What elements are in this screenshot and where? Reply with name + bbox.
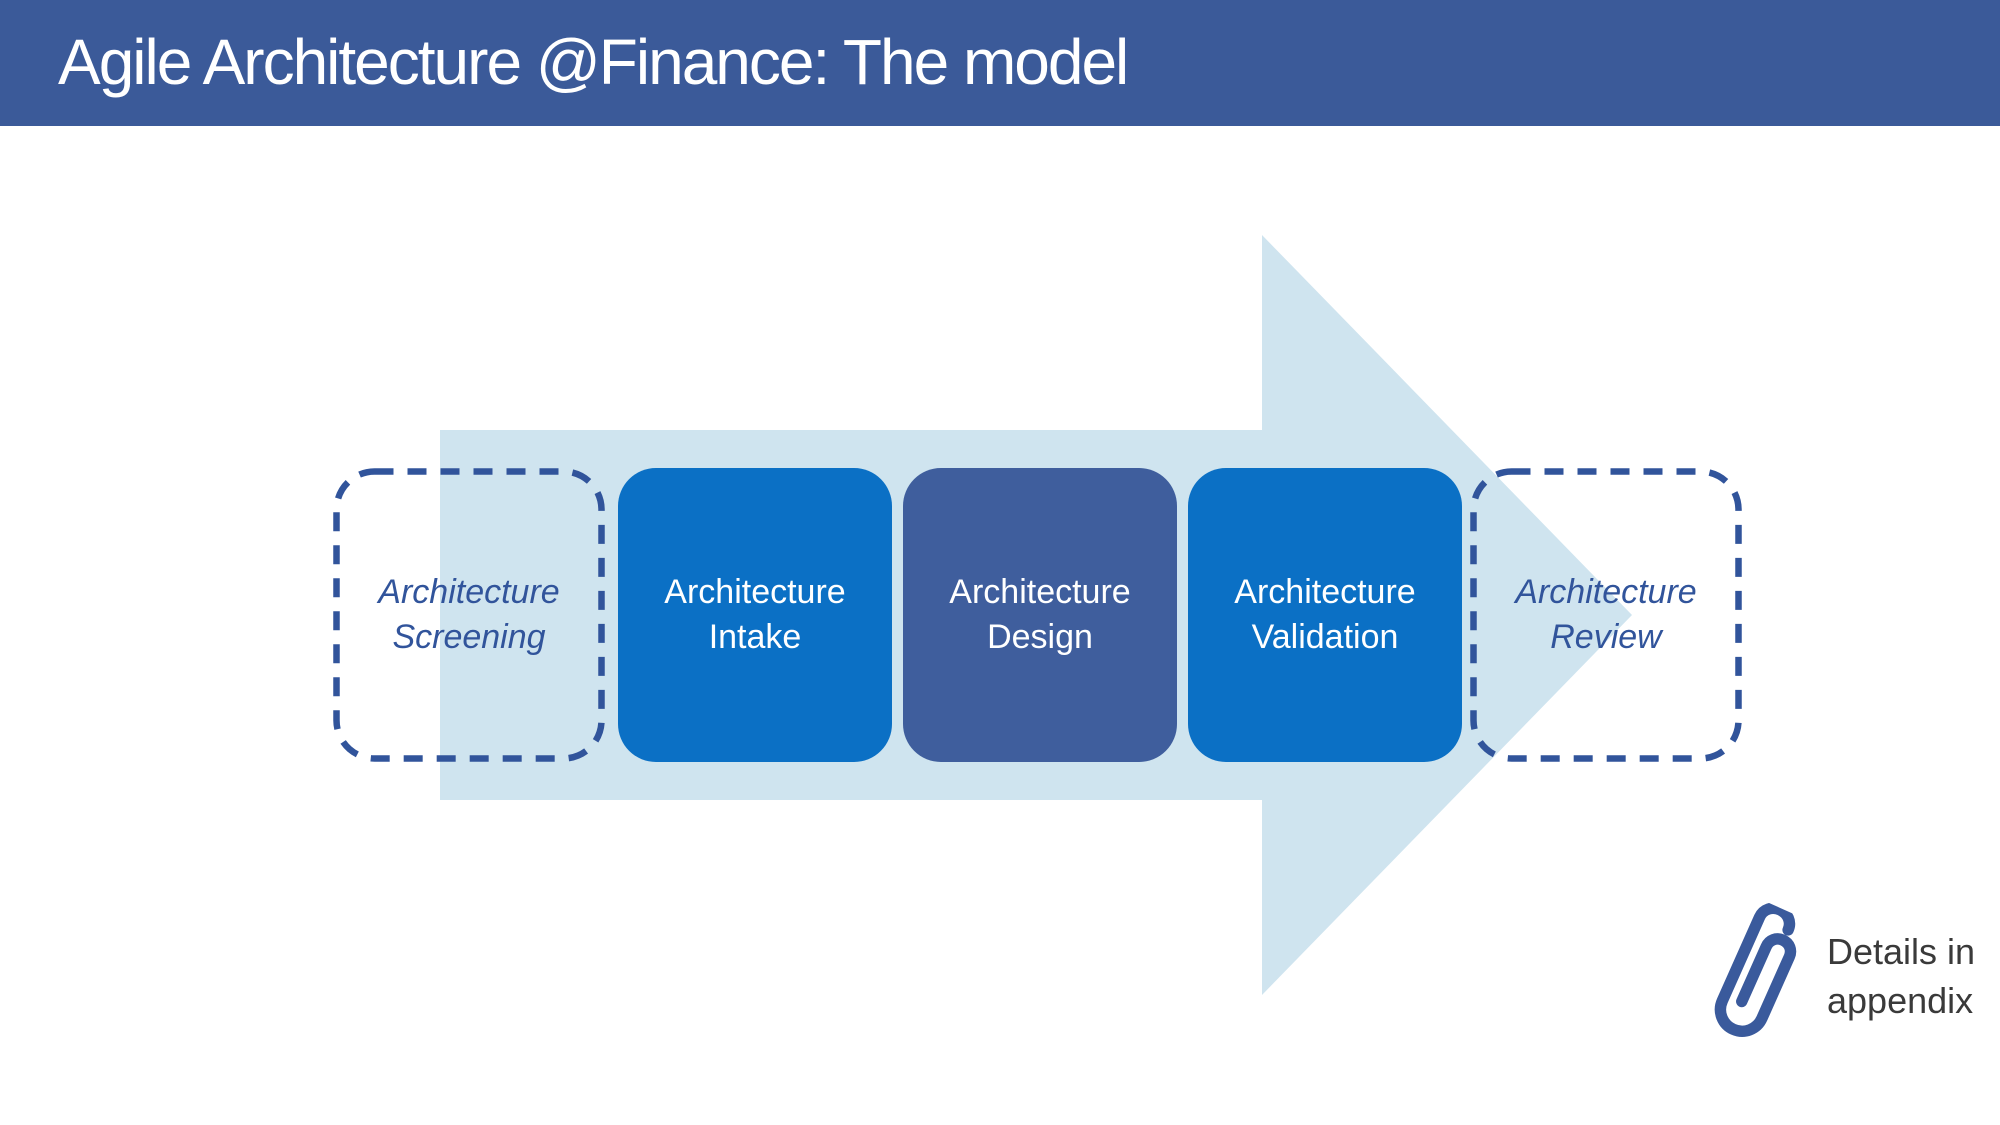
step-architecture-screening: Architecture Screening (333, 468, 605, 762)
step-label-line1: Architecture (1234, 573, 1416, 611)
step-architecture-review: Architecture Review (1470, 468, 1742, 762)
step-label: Architecture Intake (664, 570, 845, 660)
footnote-text: Details in appendix (1827, 927, 2000, 1025)
screening-dashed-outline (333, 468, 605, 762)
step-label: Architecture Screening (378, 570, 559, 660)
step-label-line2: Intake (708, 618, 802, 656)
title-bar: Agile Architecture @Finance: The model (0, 0, 2000, 126)
review-dashed-outline (1470, 468, 1742, 762)
step-label-line1: Architecture (378, 573, 560, 611)
step-label-line1: Architecture (949, 573, 1131, 611)
footnote-line1: Details in (1827, 931, 1976, 972)
step-label-line1: Architecture (1515, 573, 1697, 611)
step-label: Architecture Design (949, 570, 1130, 660)
step-architecture-validation: Architecture Validation (1188, 468, 1462, 762)
step-architecture-design: Architecture Design (903, 468, 1177, 762)
step-label-line1: Architecture (664, 573, 846, 611)
step-label-line2: Design (987, 618, 1093, 656)
step-label: Architecture Validation (1234, 570, 1415, 660)
step-label-line2: Review (1550, 618, 1662, 656)
slide-title: Agile Architecture @Finance: The model (58, 26, 1129, 98)
step-label-line2: Screening (392, 618, 546, 656)
step-label-line2: Validation (1251, 618, 1399, 656)
paperclip-icon (1714, 902, 1797, 1037)
step-label: Architecture Review (1515, 570, 1696, 660)
footnote-line2: appendix (1827, 980, 1974, 1021)
step-architecture-intake: Architecture Intake (618, 468, 892, 762)
paperclip-wire (1714, 902, 1797, 1037)
